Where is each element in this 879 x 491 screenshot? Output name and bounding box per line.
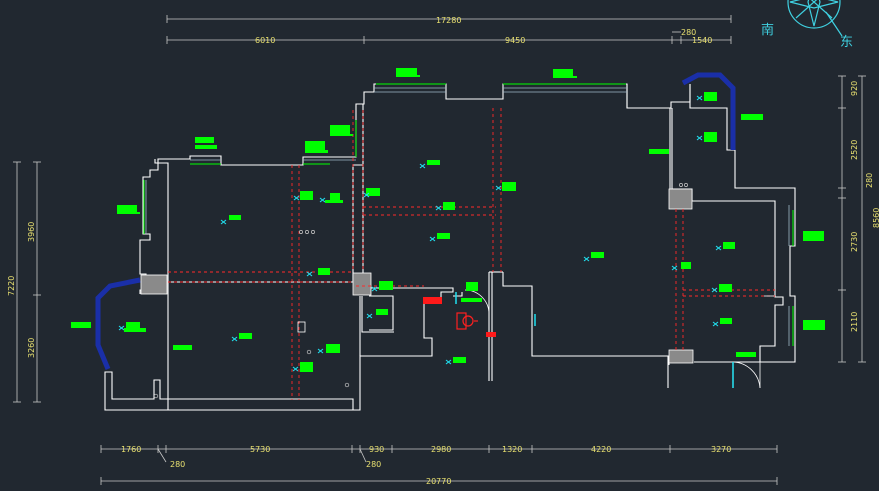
window-green-ticks bbox=[143, 83, 794, 346]
top-dim-3: 280 bbox=[681, 28, 696, 37]
room-label-blocks bbox=[71, 68, 825, 372]
bay-window-left bbox=[95, 277, 141, 370]
doors bbox=[297, 289, 774, 389]
bottom-small-dim-1: 280 bbox=[170, 460, 185, 469]
left-dim-1: 3960 bbox=[27, 222, 36, 242]
structural-columns bbox=[140, 188, 694, 364]
top-dimensions bbox=[166, 15, 732, 44]
red-grid-lines bbox=[168, 108, 775, 400]
compass-south-label: 南 bbox=[761, 22, 774, 38]
toilet-icon bbox=[456, 312, 478, 330]
window-frames bbox=[145, 87, 790, 346]
compass-rose-icon bbox=[787, 0, 843, 37]
right-dim-1: 920 bbox=[850, 81, 859, 96]
right-dim-4: 2730 bbox=[850, 232, 859, 252]
bottom-dimensions bbox=[100, 445, 778, 485]
cyan-tag-markers bbox=[118, 95, 722, 372]
left-dim-2: 3260 bbox=[27, 338, 36, 358]
top-dim-1: 6010 bbox=[255, 36, 275, 45]
bottom-dim-1: 1760 bbox=[121, 445, 141, 454]
top-total-dim: 17280 bbox=[436, 16, 461, 25]
bottom-dim-2: 5730 bbox=[250, 445, 270, 454]
bay-window-right bbox=[681, 72, 736, 150]
bottom-dim-4: 2980 bbox=[431, 445, 451, 454]
right-dimensions bbox=[838, 75, 866, 363]
bottom-small-dim-2: 280 bbox=[366, 460, 381, 469]
left-dimensions bbox=[13, 161, 41, 403]
right-dim-2: 2520 bbox=[850, 140, 859, 160]
bottom-total-dim: 20770 bbox=[426, 477, 451, 486]
bottom-dim-6: 4220 bbox=[591, 445, 611, 454]
top-dim-2: 9450 bbox=[505, 36, 525, 45]
right-dim-5: 2110 bbox=[850, 312, 859, 332]
bottom-dim-3: 930 bbox=[369, 445, 384, 454]
right-dim-3: 280 bbox=[865, 173, 874, 188]
top-dim-4: 1540 bbox=[692, 36, 712, 45]
bottom-dim-7: 3270 bbox=[711, 445, 731, 454]
red-fixtures bbox=[423, 297, 496, 337]
left-total-dim: 7220 bbox=[7, 276, 16, 296]
small-circles bbox=[153, 183, 688, 399]
bottom-dim-5: 1320 bbox=[502, 445, 522, 454]
cyan-door-marks bbox=[455, 292, 734, 388]
right-total-dim: 8560 bbox=[872, 208, 879, 228]
compass-east-label: 东 bbox=[840, 35, 853, 50]
